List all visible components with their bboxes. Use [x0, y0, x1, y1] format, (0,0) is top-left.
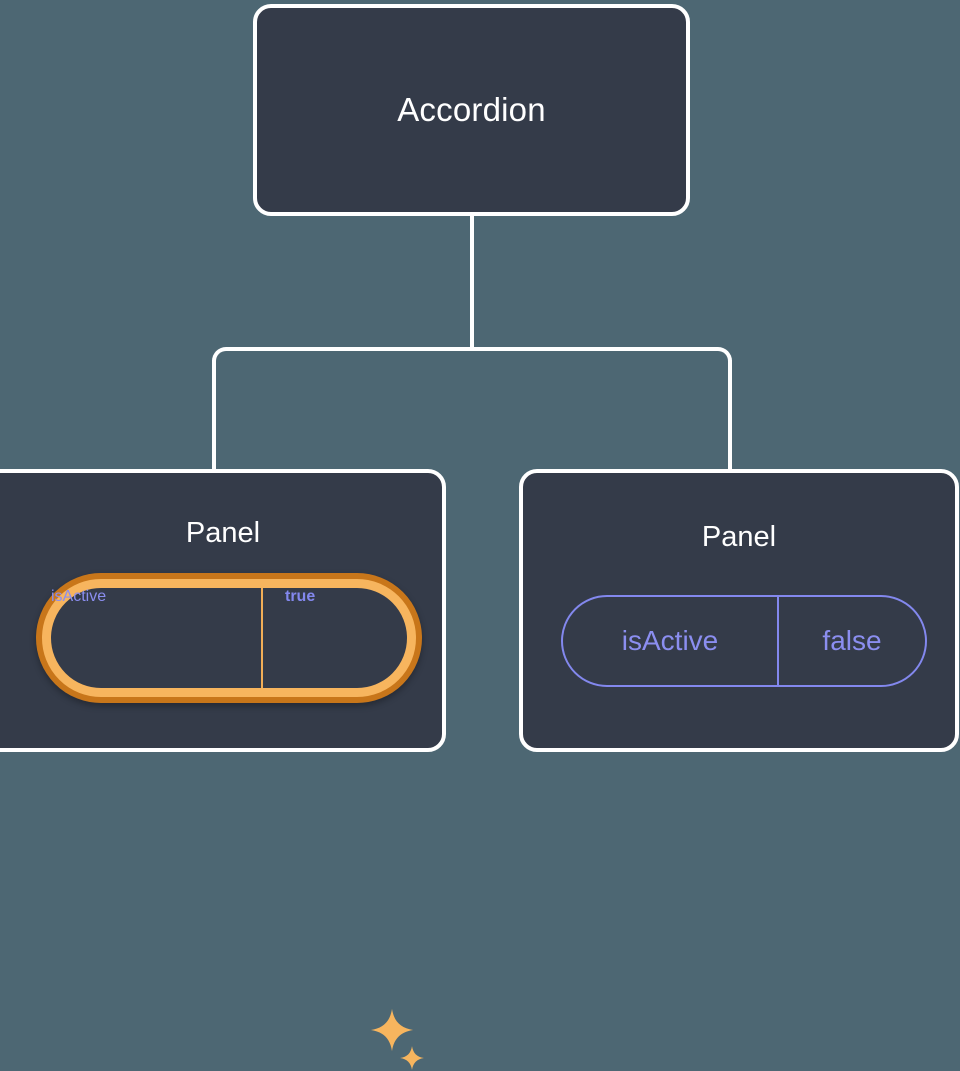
prop-value-label: false	[777, 597, 925, 685]
node-panel-inactive-title: Panel	[701, 521, 777, 553]
node-accordion-title: Accordion	[397, 91, 546, 128]
node-panel-active[interactable]: Panel isActive true	[0, 469, 446, 1070]
node-panel-active-title: Panel	[185, 517, 261, 549]
connector-branch-bar	[212, 347, 732, 373]
component-tree-diagram: Accordion Panel isActive true Panel is	[0, 4, 959, 1070]
connector-drop-right	[728, 360, 732, 472]
sparkle-icon	[399, 1045, 425, 1071]
prop-pill-highlighted[interactable]: isActive true	[36, 573, 422, 703]
node-accordion[interactable]: Accordion	[253, 4, 690, 216]
connector-drop-left	[212, 360, 216, 472]
prop-value-label: true	[261, 588, 407, 688]
prop-pill-plain[interactable]: isActive false	[561, 595, 927, 687]
prop-key-label: isActive	[621, 625, 719, 656]
prop-key-label: isActive	[51, 588, 107, 605]
highlight-ring-inner	[42, 579, 416, 697]
node-panel-inactive[interactable]: Panel isActive false	[519, 469, 959, 752]
connector-root-stem	[470, 215, 474, 351]
highlight-ring-outer	[36, 573, 422, 703]
